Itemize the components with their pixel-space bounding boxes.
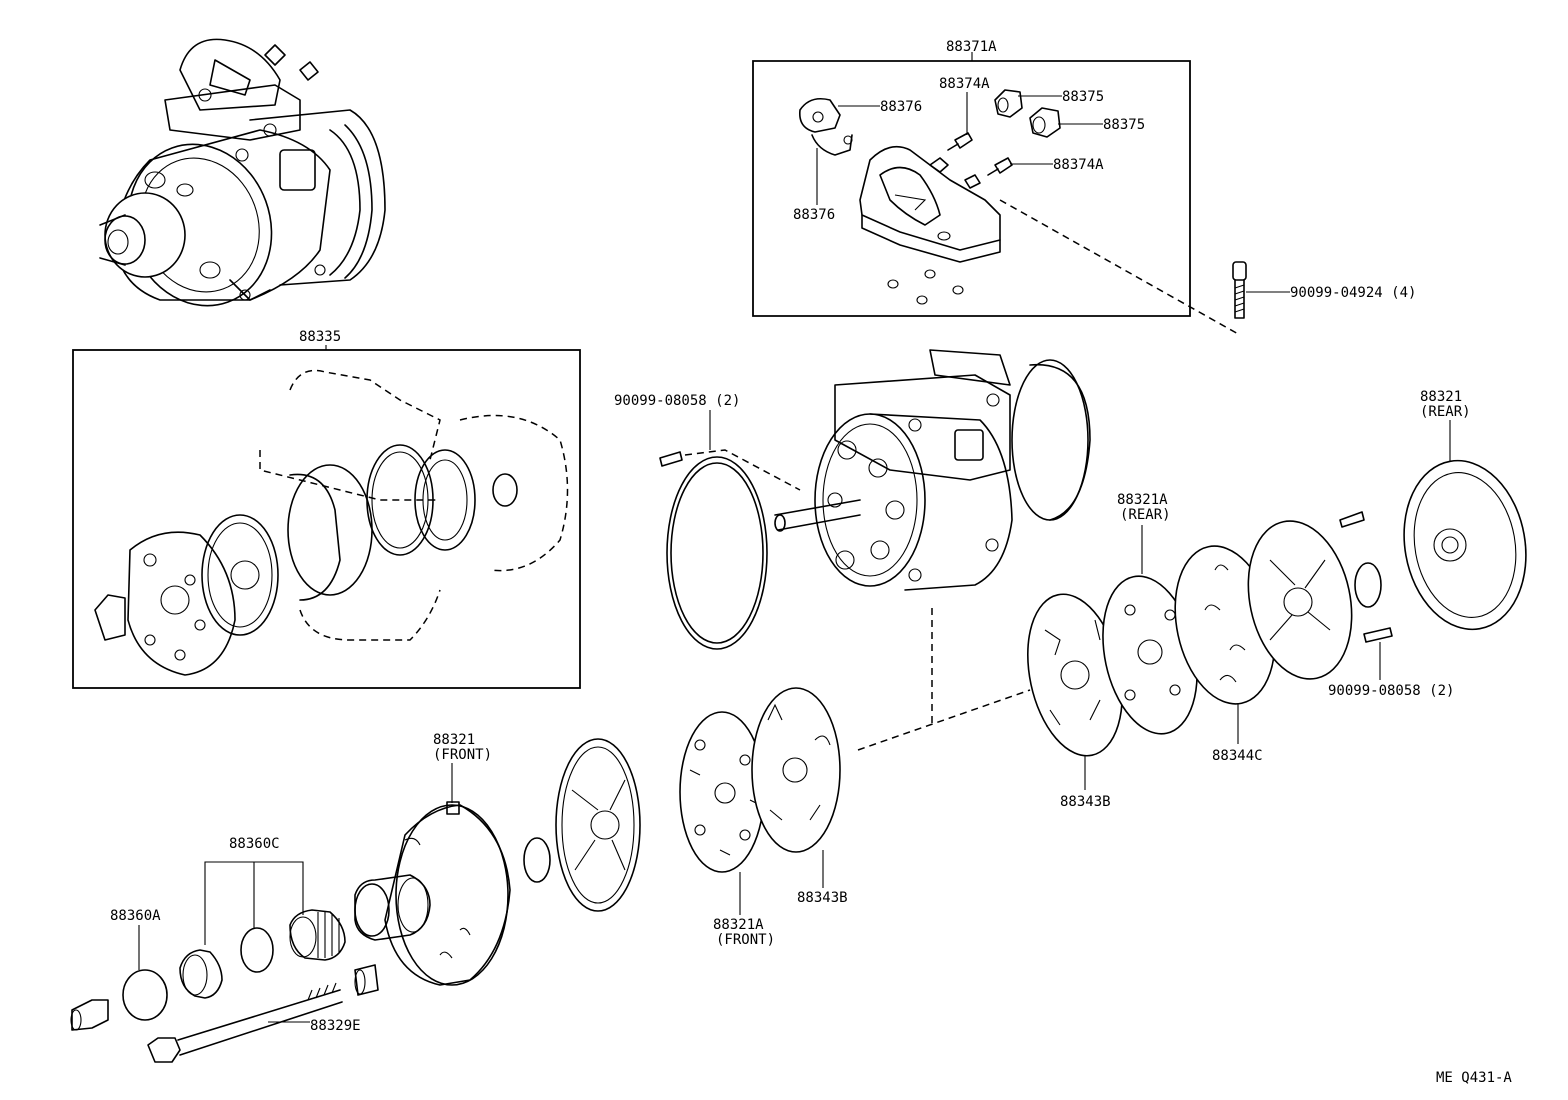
label-88344C: 88344C [1212, 748, 1263, 764]
label-88321-rear: 88321 [1420, 389, 1462, 405]
label-88374A-b: 88374A [1053, 157, 1104, 173]
label-88321A-rear: 88321A [1117, 492, 1168, 508]
part-88375-drawing [994, 89, 1061, 138]
label-88371A: 88371A [946, 39, 997, 55]
label-88374A-top: 88374A [939, 76, 990, 92]
part-88374A-drawing [947, 132, 1013, 176]
label-88376-b: 88376 [793, 207, 835, 223]
label-88335: 88335 [299, 329, 341, 345]
label-88321A-front: 88321A [713, 917, 764, 933]
label-88321-front: 88321 [433, 732, 475, 748]
label-88375-b: 88375 [1103, 117, 1145, 133]
assembled-compressor-drawing [99, 38, 386, 307]
part-88376-drawing [798, 97, 853, 156]
part-90099-04924-bolt: 90099-04924 (4) [1232, 261, 1416, 319]
label-90099-08058-top: 90099-08058 (2) [614, 393, 740, 409]
label-90099-04924: 90099-04924 (4) [1290, 285, 1416, 301]
front-assembly-drawing [70, 687, 841, 1063]
label-88321-rear-sub: (REAR) [1420, 404, 1471, 420]
label-90099-08058-b: 90099-08058 (2) [1328, 683, 1454, 699]
label-88321-front-sub: (FRONT) [433, 747, 492, 763]
rear-head-housing-drawing [859, 145, 1001, 305]
label-88343B-front: 88343B [797, 890, 848, 906]
rear-plates-drawing [1026, 459, 1527, 757]
label-88375-a: 88375 [1062, 89, 1104, 105]
label-88343B-rear: 88343B [1060, 794, 1111, 810]
label-88360A: 88360A [110, 908, 161, 924]
label-88321A-rear-sub: (REAR) [1120, 507, 1171, 523]
part-88371A-group: 88371A [752, 39, 1191, 317]
label-88360C: 88360C [229, 836, 280, 852]
part-88335-group: 88335 [72, 329, 581, 689]
diagram-code: ME Q431-A [1436, 1070, 1512, 1086]
label-88376-top: 88376 [880, 99, 922, 115]
label-88321A-front-sub: (FRONT) [716, 932, 775, 948]
compressor-body-drawing [659, 349, 1091, 650]
label-88329E: 88329E [310, 1018, 361, 1034]
